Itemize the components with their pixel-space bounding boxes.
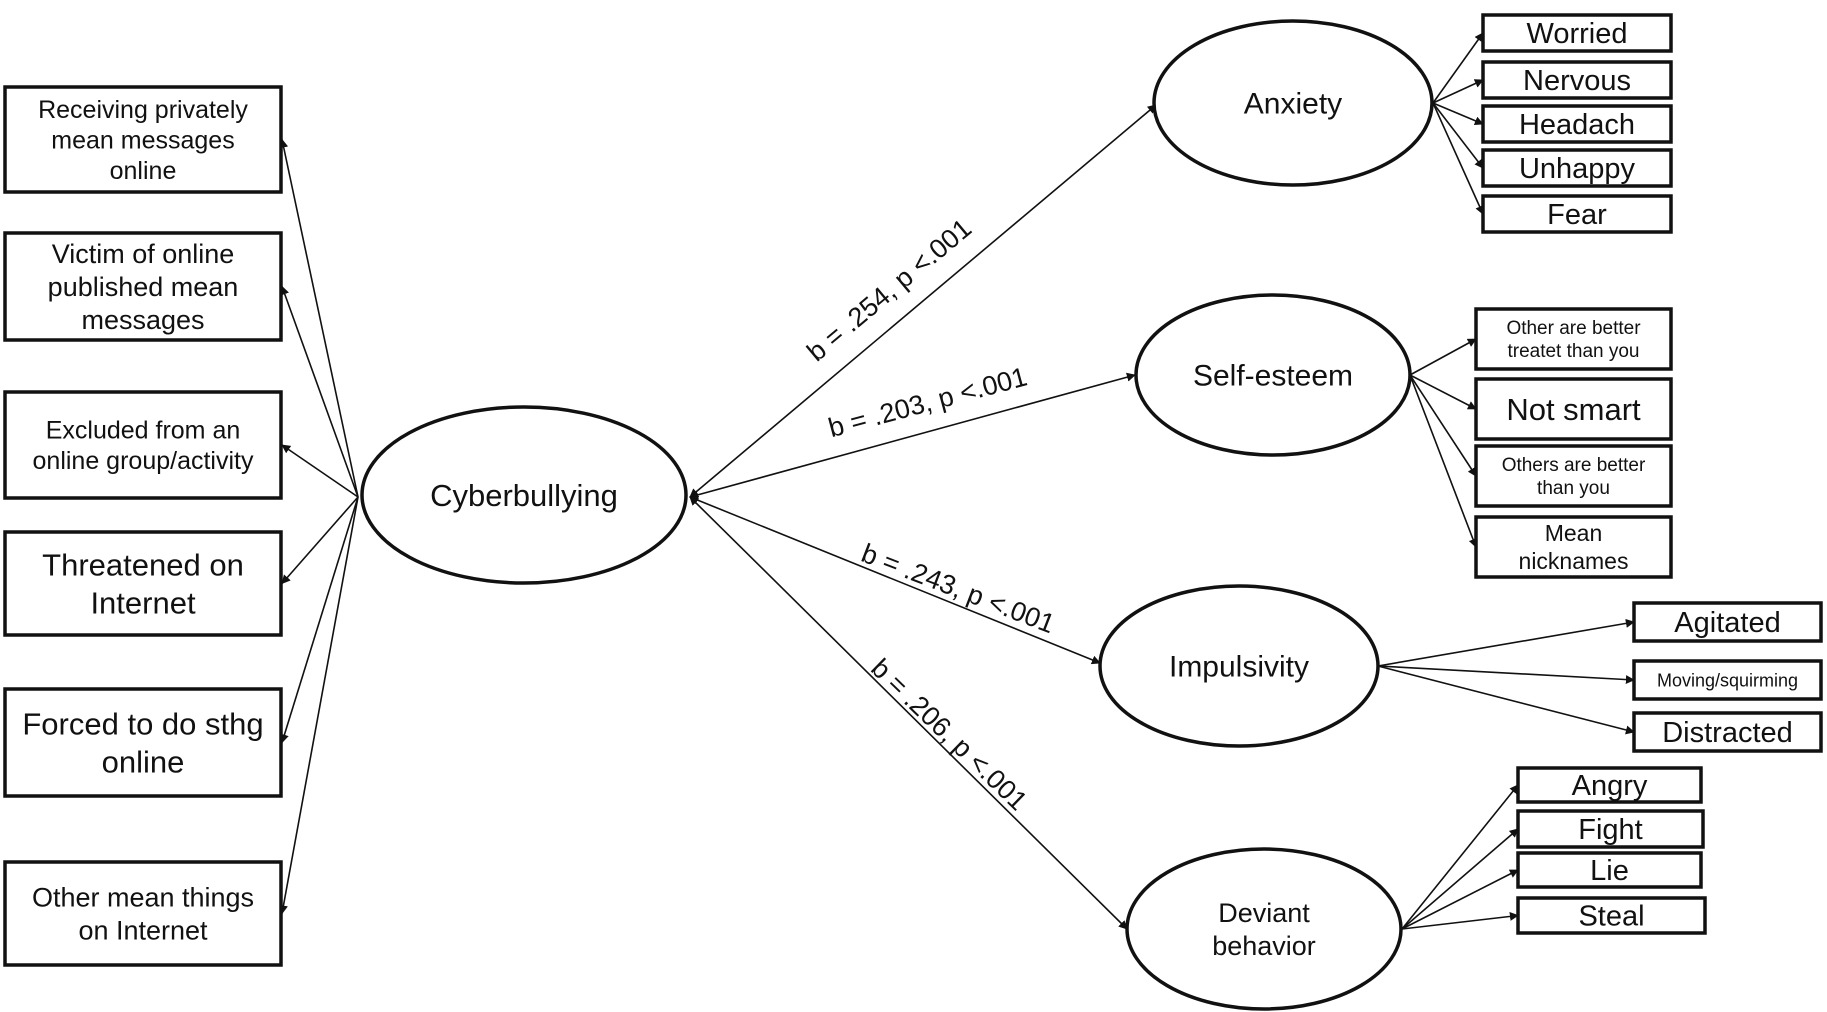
indicator-arrow-1	[279, 138, 359, 498]
deviant-behavior-item-1-box	[1516, 766, 1703, 804]
path-coefficient-anxiety: b = .254, p <.001	[801, 213, 977, 367]
indicator-arrow-3	[281, 444, 359, 498]
path-coefficient-deviant-behavior: b = .206, p <.001	[865, 653, 1033, 816]
self-esteem-item-2-box	[1474, 377, 1673, 441]
deviant-behavior-ellipse	[1125, 847, 1403, 1011]
cyberbullying-indicator-1-box	[3, 85, 283, 194]
anxiety-item-1-label: Worried	[1527, 18, 1628, 50]
path-coefficient-impulsivity: b = .243, p <.001	[858, 538, 1059, 639]
indicator-arrow-2	[280, 285, 359, 498]
anxiety-ellipse	[1152, 19, 1434, 187]
self-esteem-item-2-label: Not smart	[1506, 392, 1641, 427]
impulsivity-item-arrow-2	[1377, 665, 1635, 685]
impulsivity-item-1-box	[1632, 601, 1823, 643]
cyberbullying-indicator-5-box	[3, 687, 283, 798]
deviant-behavior-item-arrow-4	[1401, 911, 1519, 930]
anxiety-item-2-label: Nervous	[1523, 65, 1631, 97]
self-esteem-item-arrow-1	[1409, 338, 1477, 376]
self-esteem-ellipse	[1134, 293, 1412, 457]
indicator-arrow-6	[279, 496, 359, 915]
anxiety-item-3-label: Headach	[1519, 109, 1635, 141]
impulsivity-item-1-label: Agitated	[1674, 607, 1780, 639]
cyberbullying-indicator-6-box	[3, 860, 283, 967]
deviant-behavior-item-arrow-2	[1401, 828, 1519, 930]
impulsivity-item-2-label: Moving/squirming	[1657, 670, 1798, 690]
anxiety-item-1-box	[1481, 13, 1673, 53]
cyberbullying-indicator-2-box	[3, 231, 283, 342]
deviant-behavior-item-3-box	[1516, 851, 1703, 889]
self-esteem-item-arrow-3	[1409, 374, 1477, 477]
cyberbullying-label: Cyberbullying	[430, 478, 618, 513]
anxiety-item-5-label: Fear	[1547, 199, 1607, 231]
deviant-behavior-item-3-label: Lie	[1590, 855, 1629, 887]
anxiety-item-arrow-3	[1432, 102, 1484, 126]
self-esteem-item-3-box	[1474, 444, 1673, 508]
self-esteem-label: Self-esteem	[1193, 360, 1353, 393]
cyberbullying-ellipse	[360, 405, 688, 585]
anxiety-item-5-box	[1481, 194, 1673, 234]
deviant-behavior-item-4-box	[1516, 896, 1707, 935]
deviant-behavior-item-2-label: Fight	[1578, 814, 1642, 846]
impulsivity-item-arrow-1	[1377, 618, 1635, 667]
deviant-behavior-item-arrow-3	[1401, 869, 1519, 930]
impulsivity-item-3-label: Distracted	[1662, 717, 1793, 749]
deviant-behavior-item-4-label: Steal	[1578, 901, 1644, 933]
structural-path-self-esteem	[689, 372, 1136, 500]
anxiety-item-arrow-2	[1432, 79, 1484, 104]
structural-path-anxiety	[689, 104, 1157, 498]
deviant-behavior-item-arrow-1	[1401, 784, 1519, 930]
cyberbullying-indicator-3-box	[3, 390, 283, 500]
indicator-arrow-4	[281, 496, 359, 585]
anxiety-item-4-label: Unhappy	[1519, 153, 1636, 185]
impulsivity-label: Impulsivity	[1169, 651, 1309, 684]
path-coefficient-self-esteem: b = .203, p <.001	[825, 361, 1030, 443]
impulsivity-item-arrow-3	[1377, 665, 1635, 735]
anxiety-item-3-box	[1481, 104, 1673, 144]
anxiety-label: Anxiety	[1244, 88, 1342, 121]
anxiety-item-arrow-1	[1432, 32, 1484, 104]
anxiety-item-arrow-5	[1432, 102, 1484, 215]
impulsivity-item-3-box	[1632, 711, 1823, 753]
self-esteem-item-1-box	[1474, 307, 1673, 371]
anxiety-item-2-box	[1481, 60, 1673, 100]
self-esteem-item-arrow-2	[1409, 374, 1477, 410]
impulsivity-item-2-box	[1632, 659, 1823, 701]
anxiety-item-4-box	[1481, 148, 1673, 188]
indicator-arrow-5	[280, 496, 359, 744]
cyberbullying-indicator-4-box	[3, 530, 283, 637]
anxiety-item-arrow-4	[1432, 102, 1484, 169]
deviant-behavior-item-1-label: Angry	[1572, 770, 1648, 802]
impulsivity-ellipse	[1098, 584, 1380, 748]
self-esteem-item-arrow-4	[1409, 374, 1478, 548]
self-esteem-item-4-box	[1474, 515, 1673, 579]
structural-path-deviant-behavior	[689, 496, 1128, 930]
deviant-behavior-item-2-box	[1516, 809, 1705, 849]
